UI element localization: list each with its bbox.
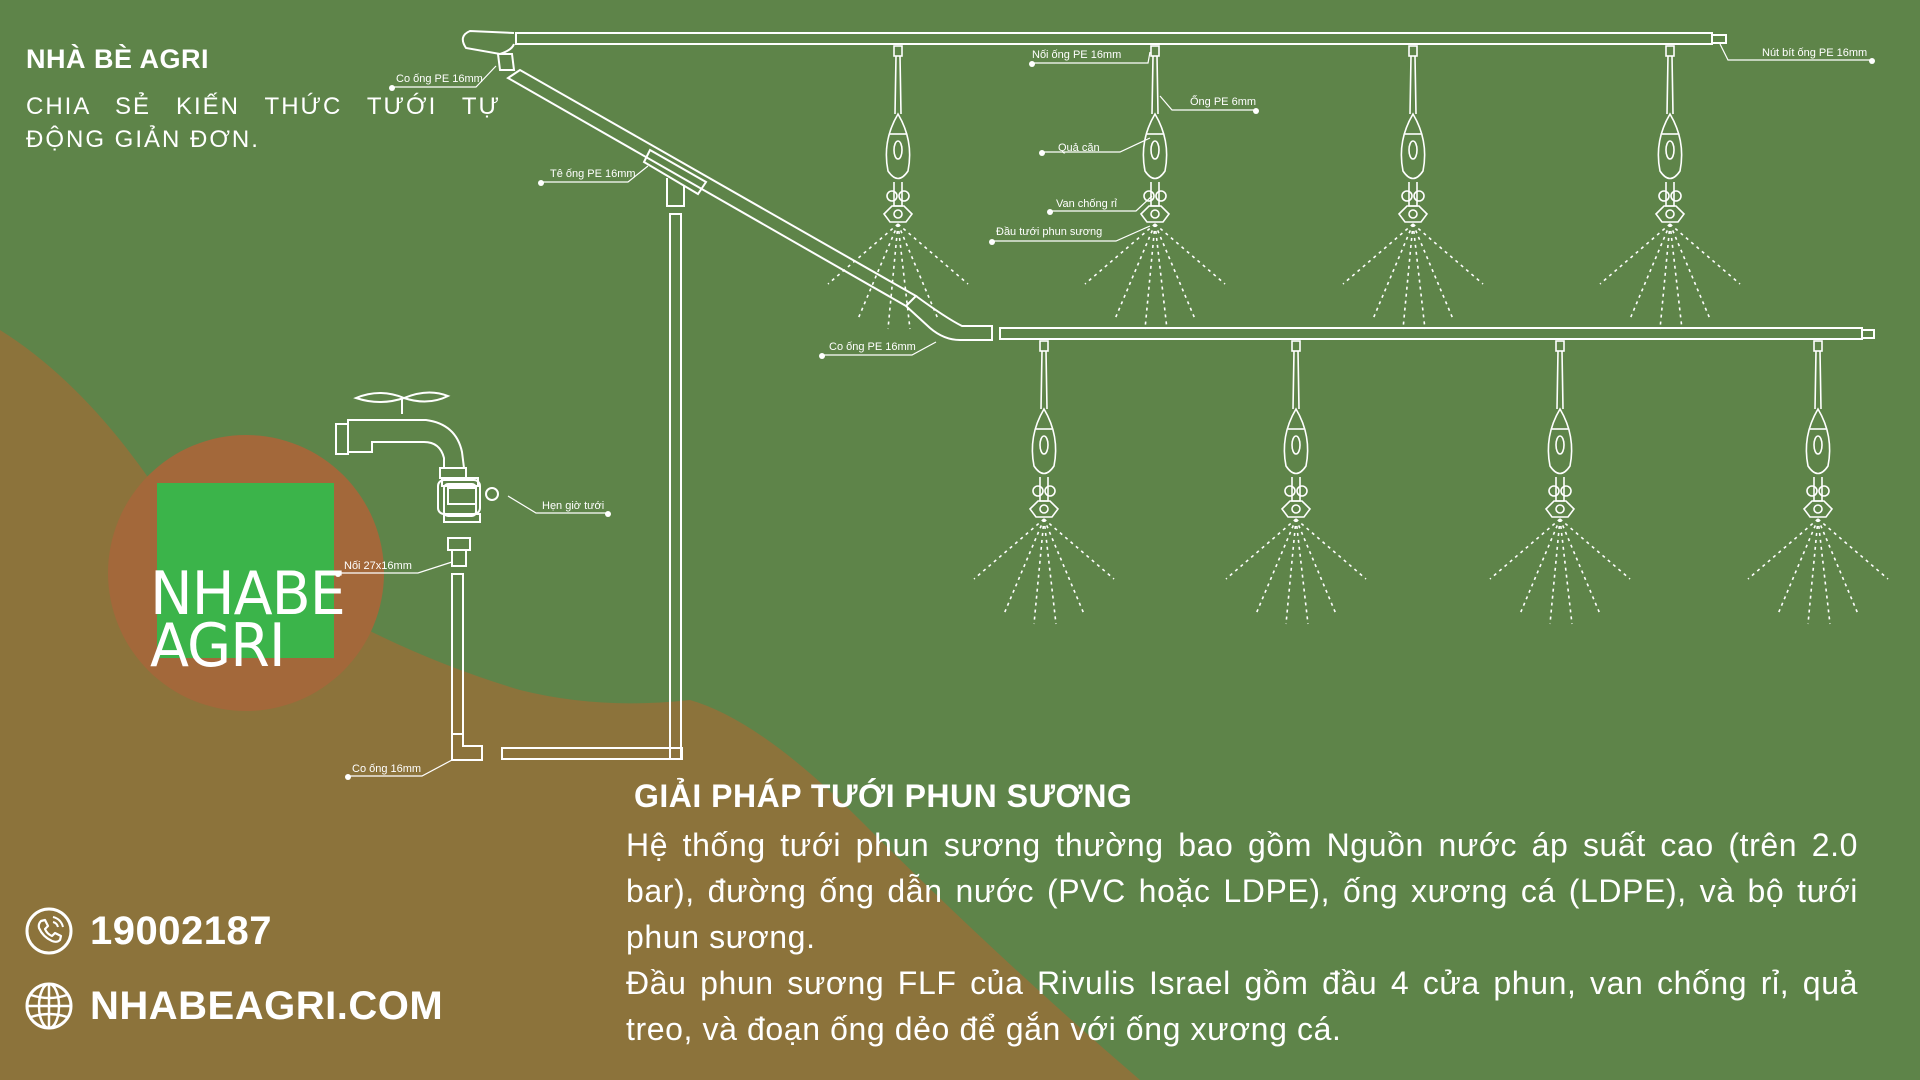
- mist-sprinkler-5: [973, 340, 1115, 625]
- mist-sprinkler-2: [1084, 45, 1226, 330]
- main-pipe-top: [515, 32, 1727, 45]
- label-noi-27: Nối 27x16mm: [344, 560, 412, 572]
- down-pipe: [669, 213, 682, 760]
- elbow-top-joint: [496, 53, 516, 71]
- ground-area: [0, 330, 1140, 1080]
- mist-sprinkler-8: [1747, 340, 1889, 625]
- logo-line-2: AGRI: [150, 611, 286, 681]
- solution-body: Hệ thống tưới phun sương thường bao gồm …: [626, 822, 1858, 1052]
- contact-website[interactable]: NHABEAGRI.COM: [24, 981, 443, 1031]
- mist-sprinkler-4: [1599, 45, 1741, 330]
- logo-line-1: NHABE: [150, 559, 346, 629]
- bottom-pipe: [501, 747, 683, 760]
- brand-title: NHÀ BÈ AGRI: [26, 44, 210, 74]
- timer-device: [437, 477, 499, 567]
- logo-green-square: [157, 483, 334, 658]
- faucet-icon: [335, 391, 467, 479]
- contact-phone[interactable]: 19002187: [24, 906, 272, 956]
- label-noi-ong-pe: Nối ống PE 16mm: [1032, 49, 1121, 61]
- elbow-mid: [905, 295, 993, 341]
- phone-number: 19002187: [90, 908, 272, 953]
- solution-title: GIẢI PHÁP TƯỚI PHUN SƯƠNG: [634, 778, 1133, 814]
- label-ong-pe-6: Ống PE 6mm: [1190, 94, 1256, 108]
- label-hen-gio: Hẹn giờ tưới: [542, 500, 604, 512]
- label-qua-can: Quả căn: [1058, 142, 1100, 154]
- phone-icon: [25, 907, 73, 955]
- diagonal-pipe: [506, 68, 918, 308]
- label-co-ong-16: Co ống 16mm: [352, 763, 421, 775]
- mist-sprinkler-7: [1489, 340, 1631, 625]
- elbow-top: [461, 29, 515, 56]
- tee-fitting: [642, 148, 708, 196]
- logo: NHABE AGRI: [150, 559, 346, 681]
- label-co-ong-pe-mid: Co ống PE 16mm: [829, 341, 916, 353]
- brand-subtitle: CHIA SẺ KIẾN THỨC TƯỚI TỰ ĐỘNG GIẢN ĐƠN.: [26, 93, 501, 153]
- mist-sprinkler-3: [1342, 45, 1484, 330]
- tee-stem: [666, 178, 685, 207]
- main-pipe-bottom: [999, 327, 1875, 340]
- label-te-ong-pe: Tê ống PE 16mm: [550, 168, 636, 180]
- label-co-ong-pe-top: Co ống PE 16mm: [396, 73, 483, 85]
- mist-sprinkler-6: [1225, 340, 1367, 625]
- globe-icon: [25, 982, 73, 1030]
- solution-paragraph-2: Đầu phun sương FLF của Rivulis Israel gồ…: [626, 965, 1858, 1047]
- label-nut-bit: Nút bít ống PE 16mm: [1762, 47, 1867, 59]
- solution-paragraph-1: Hệ thống tưới phun sương thường bao gồm …: [626, 827, 1858, 955]
- mist-sprinkler-1: [827, 45, 969, 330]
- label-van-chong-ri: Van chống rỉ: [1056, 198, 1118, 210]
- label-dau-tuoi: Đầu tưới phun sương: [996, 226, 1102, 238]
- website-url: NHABEAGRI.COM: [90, 983, 444, 1028]
